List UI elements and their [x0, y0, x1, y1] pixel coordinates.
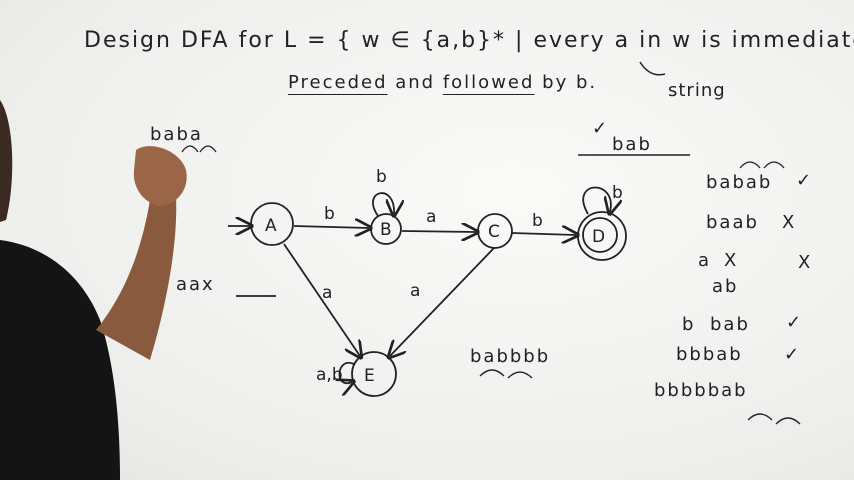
arc-marks-r1	[739, 161, 785, 169]
example-b-prefix: b	[682, 314, 695, 335]
edge-a-e	[283, 243, 360, 356]
presenter-arm	[96, 196, 177, 360]
heading-line-2: Preceded and followed by b.	[288, 72, 597, 93]
edge-c-e-label: a	[410, 281, 420, 301]
edge-a-b	[293, 226, 369, 228]
state-a: A	[250, 202, 294, 246]
example-baab: baab	[706, 212, 759, 233]
loop-e-label: a,b	[316, 365, 343, 385]
annotation-arrow	[639, 61, 666, 76]
arc-marks-r7	[747, 413, 801, 425]
arc-marks-center	[479, 369, 533, 379]
example-ab: ab	[712, 276, 738, 297]
example-bbbbbab: bbbbbab	[654, 380, 748, 401]
presenter-hand	[133, 146, 187, 206]
cross-a: X	[724, 250, 738, 271]
example-babab: babab	[706, 172, 772, 193]
example-a: a	[698, 250, 711, 271]
edge-c-e	[390, 247, 495, 356]
heading-line-1: Design DFA for L = { w ∈ {a,b}* | every …	[84, 28, 854, 53]
example-babbbb: babbbb	[470, 346, 550, 367]
heading-and: and	[387, 72, 443, 93]
example-bab-top: bab	[612, 134, 652, 155]
cross-r3: X	[798, 252, 812, 273]
edge-c-d-label: b	[532, 211, 543, 231]
state-a-label: A	[265, 216, 277, 236]
edge-b-c	[401, 231, 476, 232]
example-bab-r5: bab	[710, 314, 750, 335]
edge-c-d	[511, 233, 576, 235]
example-aax: aax	[176, 274, 215, 295]
state-e-label: E	[364, 366, 375, 386]
loop-d-label: b	[612, 183, 623, 203]
state-e-dead: E	[351, 351, 397, 397]
cross-r2: X	[782, 212, 796, 233]
loop-b	[372, 192, 394, 216]
annotation-string: string	[668, 80, 726, 101]
loop-e	[339, 361, 354, 383]
heading-by-b: by b.	[534, 72, 598, 93]
check-top: ✓	[592, 118, 609, 139]
loop-d	[582, 186, 611, 214]
check-r1: ✓	[796, 170, 813, 191]
state-c-label: C	[488, 222, 500, 242]
edge-b-c-label: a	[426, 207, 436, 227]
edge-a-e-label: a	[322, 283, 332, 303]
edge-a-b-label: b	[324, 204, 335, 224]
example-bbbab: bbbab	[676, 344, 743, 365]
presenter-head	[0, 100, 13, 222]
heading-followed: followed	[442, 72, 535, 93]
example-baba: baba	[150, 124, 203, 145]
loop-b-label: b	[376, 167, 387, 187]
check-r6: ✓	[784, 344, 801, 365]
state-d-label: D	[592, 227, 605, 247]
arc-marks-baba	[181, 145, 217, 153]
state-b-label: B	[380, 220, 392, 240]
check-r5: ✓	[786, 312, 803, 333]
presenter-body	[0, 240, 120, 480]
heading-preceded: Preceded	[288, 72, 388, 93]
